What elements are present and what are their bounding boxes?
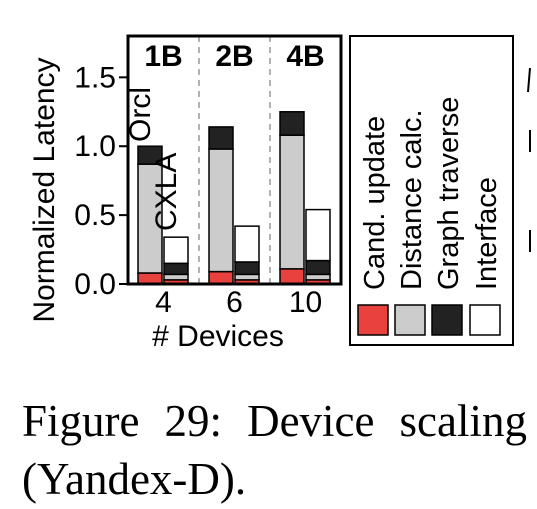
- y-tick-label: 1.0: [74, 130, 116, 163]
- x-tick-label: 6: [226, 286, 243, 319]
- group-label: 4B: [286, 40, 324, 73]
- plot-frame: [126, 34, 343, 286]
- bar-segment: [208, 148, 234, 273]
- bar-segment: [279, 268, 305, 285]
- legend-swatch: [469, 304, 501, 336]
- bar-segment: [279, 134, 305, 270]
- bar-name-label: CXLA: [150, 153, 183, 231]
- x-tick-label: 10: [289, 286, 322, 319]
- bar-segment: [305, 259, 331, 276]
- bar-segment: [234, 225, 260, 263]
- bar-segment: [208, 126, 234, 150]
- bar-segment: [208, 270, 234, 285]
- bar-segment: [305, 208, 331, 262]
- legend-label: Interface: [471, 177, 503, 290]
- legend-label: Distance calc.: [396, 109, 428, 290]
- legend-label: Cand. update: [359, 116, 391, 290]
- bar-segment: [163, 262, 189, 276]
- bar-segment: [305, 273, 331, 281]
- legend-box: [349, 35, 514, 346]
- group-label: 1B: [144, 40, 182, 73]
- edge-fragment: [527, 67, 531, 93]
- y-tick-label: 1.5: [74, 61, 116, 94]
- legend-swatch: [357, 304, 389, 336]
- y-tick-label: 0.5: [74, 199, 116, 232]
- legend-swatch: [431, 304, 463, 336]
- group-label: 2B: [215, 40, 253, 73]
- bar-segment: [137, 272, 163, 285]
- bar-segment: [279, 111, 305, 136]
- bar-segment: [163, 236, 189, 265]
- bar-segment: [137, 145, 163, 165]
- chart: 1B42B64B10OrclCXLA0.00.51.01.5Normalized…: [28, 34, 531, 353]
- x-axis-title: # Devices: [152, 320, 284, 353]
- bar-segment: [234, 273, 260, 281]
- legend-label: Graph traverse: [433, 97, 465, 290]
- bar-segment: [163, 273, 189, 281]
- bar-segment: [234, 261, 260, 276]
- y-axis-title: Normalized Latency: [28, 57, 61, 322]
- legend-swatch: [394, 304, 426, 336]
- x-tick-label: 4: [155, 286, 172, 319]
- y-tick-label: 0.0: [74, 268, 116, 301]
- figure-caption: Figure 29: Device scaling (Yandex-D).: [22, 396, 527, 504]
